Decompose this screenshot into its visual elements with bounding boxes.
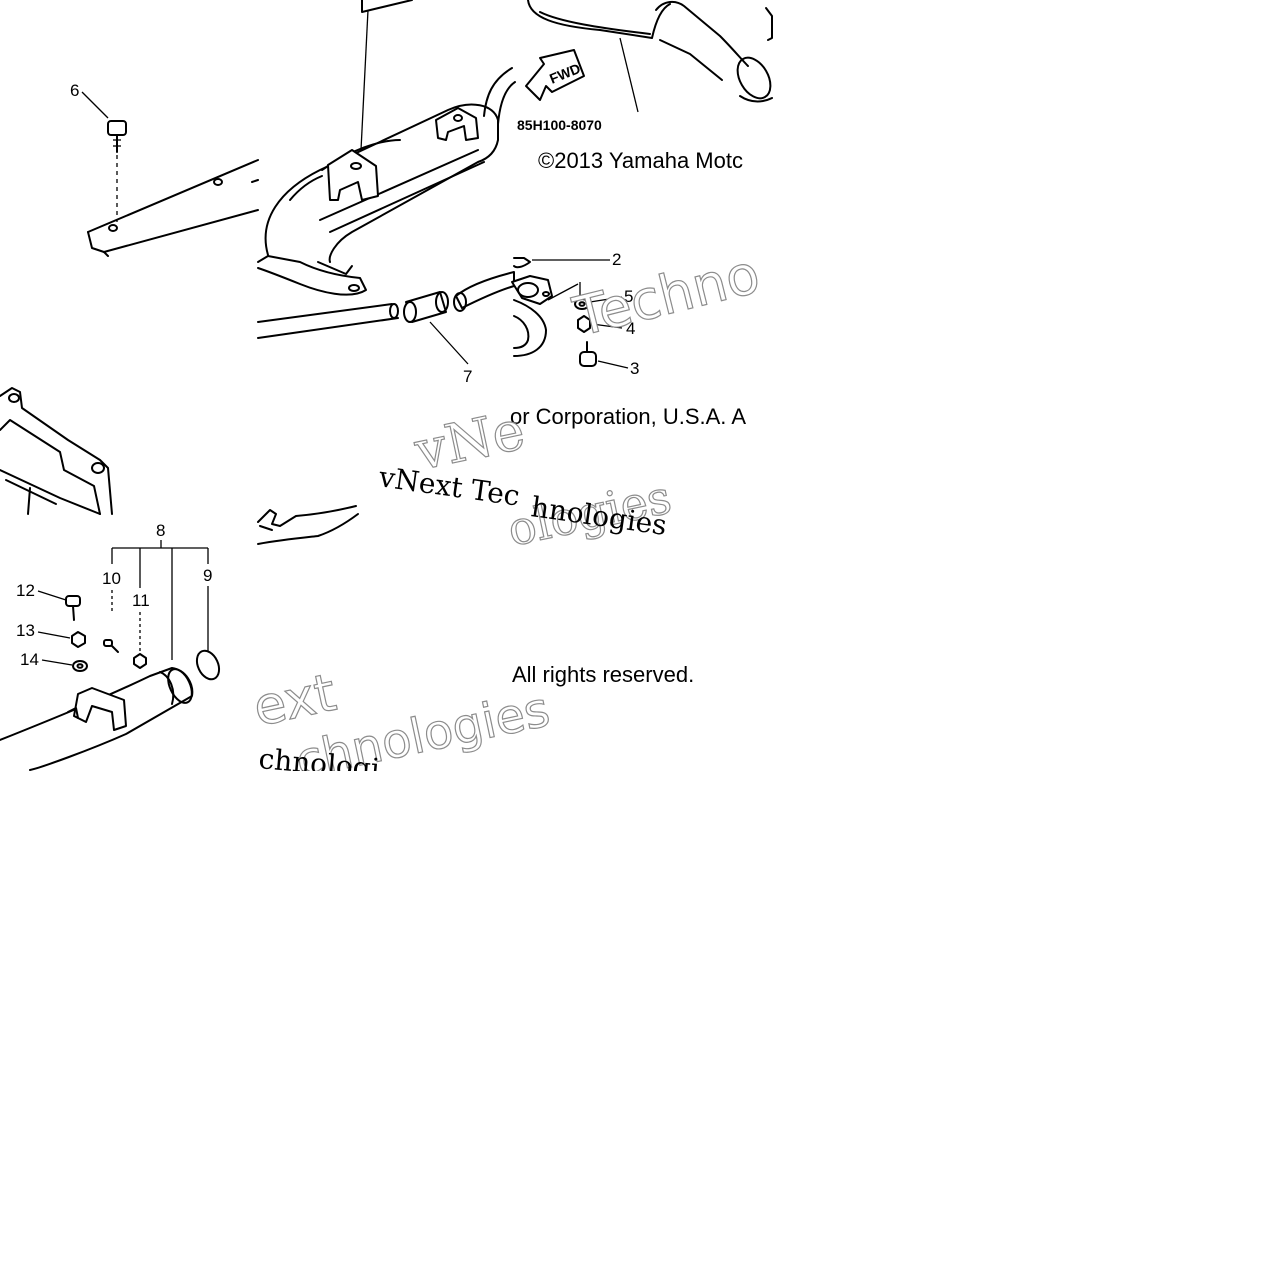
tail-pipe-upper [257, 303, 393, 323]
fwd-arrow: FWD [525, 49, 585, 101]
leader-6 [81, 91, 109, 119]
part-number: 85H100-8070 [517, 117, 602, 133]
pipe-fragment [257, 505, 357, 527]
blank-area-right [773, 0, 1285, 771]
copyright-line-3: All rights reserved. [512, 662, 694, 687]
frame-rail [87, 159, 259, 257]
tile-bottom-middle: ext chnologies chnologi [248, 662, 555, 790]
callout-14: 14 [20, 650, 39, 669]
screw-10 [103, 639, 119, 653]
muffler-end-bracket [73, 687, 127, 731]
gasket-9 [195, 649, 221, 681]
callout-10: 10 [102, 569, 121, 588]
bracket-top [361, 0, 413, 13]
tile-middle-right: 2 5 4 3 [511, 250, 639, 378]
joint-7 [403, 291, 449, 323]
muffler-end [0, 667, 194, 771]
washer-5 [574, 298, 590, 310]
tile-top-right: FWD 85H100-8070 ©2013 Yamaha Motc [517, 0, 773, 173]
tile-bottom-left: 8 10 9 11 12 13 14 [0, 521, 221, 771]
pipe-top-right [527, 0, 671, 39]
callout-4: 4 [626, 319, 635, 338]
frame-bracket [0, 387, 113, 515]
muffler-body [264, 67, 516, 263]
leader-7 [429, 321, 469, 365]
tile-center: or Corporation, U.S.A. A vNe vNext Tec o… [257, 398, 746, 557]
bolt-6 [107, 120, 127, 222]
callout-3: 3 [630, 359, 639, 378]
leader-top [360, 9, 369, 151]
bolt-3 [579, 341, 597, 367]
nut-13 [71, 631, 86, 648]
callout-12: 12 [16, 581, 35, 600]
callout-9: 9 [203, 566, 212, 585]
callout-13: 13 [16, 621, 35, 640]
copyright-line-1: ©2013 Yamaha Motc [538, 148, 743, 173]
tile-top-left: 6 [70, 81, 259, 257]
mount-bracket-right [435, 107, 479, 141]
bolt-12 [65, 595, 81, 621]
callout-5: 5 [624, 287, 633, 306]
callout-2: 2 [612, 250, 621, 269]
washer-14 [72, 660, 88, 672]
tile-middle-middle: 7 [257, 255, 515, 386]
exhaust-flange [511, 275, 553, 357]
callout-7: 7 [463, 367, 472, 386]
nut-11 [133, 653, 147, 669]
callout-8: 8 [156, 521, 165, 540]
tile-top-middle [264, 0, 516, 263]
mount-bracket-left [327, 149, 379, 201]
blank-area [0, 771, 1285, 1285]
callout-6: 6 [70, 81, 79, 100]
nut-4 [577, 315, 591, 333]
watermark-techno: Techno [567, 242, 766, 349]
callout-11: 11 [132, 591, 150, 610]
tile-lower-left [0, 387, 113, 515]
copyright-line-2: or Corporation, U.S.A. A [510, 404, 746, 429]
